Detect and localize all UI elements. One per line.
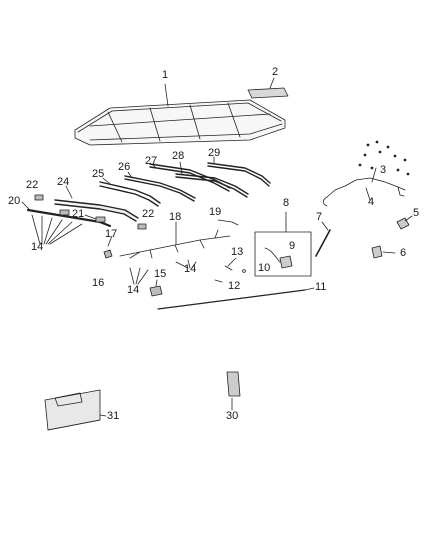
callout-25: 25 bbox=[92, 168, 105, 180]
callout-12: 12 bbox=[228, 280, 241, 292]
callout-14-middle: 14 bbox=[127, 284, 140, 296]
roof-panel-part bbox=[74, 83, 286, 146]
callout-6: 6 bbox=[400, 247, 407, 259]
rod-part-11 bbox=[157, 287, 315, 310]
harness-part-18 bbox=[119, 221, 231, 259]
callout-27: 27 bbox=[145, 155, 158, 167]
pin-group-14-left bbox=[31, 214, 83, 245]
kit-box-part-8 bbox=[254, 211, 312, 277]
callout-14-right: 14 bbox=[184, 263, 197, 275]
small-parts-12-13 bbox=[214, 257, 246, 283]
callout-30: 30 bbox=[226, 410, 239, 422]
callout-7: 7 bbox=[316, 211, 323, 223]
callout-3: 3 bbox=[380, 164, 387, 176]
callout-17: 17 bbox=[105, 228, 118, 240]
callout-9: 9 bbox=[289, 240, 296, 252]
callout-19: 19 bbox=[209, 206, 222, 218]
clip-part-5 bbox=[396, 215, 413, 230]
callout-18: 18 bbox=[169, 211, 182, 223]
callout-29: 29 bbox=[208, 147, 221, 159]
callout-13: 13 bbox=[231, 246, 244, 258]
roof-pad-part bbox=[247, 77, 289, 99]
strip-leaders bbox=[65, 156, 215, 199]
callout-2: 2 bbox=[272, 66, 279, 78]
callout-14-left: 14 bbox=[31, 241, 44, 253]
wire-harness-part bbox=[322, 167, 406, 207]
callout-21: 21 bbox=[72, 208, 85, 220]
clip-part-6 bbox=[371, 245, 396, 259]
callout-24: 24 bbox=[57, 176, 70, 188]
fastener-dots bbox=[358, 140, 410, 176]
callout-20: 20 bbox=[8, 195, 21, 207]
callout-28: 28 bbox=[172, 150, 185, 162]
callout-5: 5 bbox=[413, 207, 420, 219]
callout-10: 10 bbox=[258, 262, 271, 274]
callout-4: 4 bbox=[368, 196, 375, 208]
clip-part-21 bbox=[59, 209, 106, 223]
callout-22-right: 22 bbox=[142, 208, 155, 220]
callout-11: 11 bbox=[315, 281, 327, 293]
pin-group-14-right bbox=[175, 259, 197, 269]
connector-part-19 bbox=[217, 219, 239, 226]
bracket-part-30 bbox=[226, 371, 241, 411]
rod-part-7 bbox=[315, 221, 331, 257]
clip-part-22 bbox=[34, 194, 147, 230]
weatherstrip-parts bbox=[54, 162, 271, 222]
callout-8: 8 bbox=[283, 197, 290, 209]
bracket-part-15 bbox=[149, 279, 163, 297]
callout-22-left: 22 bbox=[26, 179, 39, 191]
callout-15: 15 bbox=[154, 268, 167, 280]
callout-1: 1 bbox=[162, 69, 169, 81]
callout-31: 31 bbox=[107, 410, 120, 422]
clip-part-17 bbox=[103, 235, 113, 259]
door-panel-part-31 bbox=[44, 389, 107, 431]
callout-16: 16 bbox=[92, 277, 105, 289]
callout-26: 26 bbox=[118, 161, 131, 173]
pin-group-14-middle bbox=[129, 267, 149, 285]
